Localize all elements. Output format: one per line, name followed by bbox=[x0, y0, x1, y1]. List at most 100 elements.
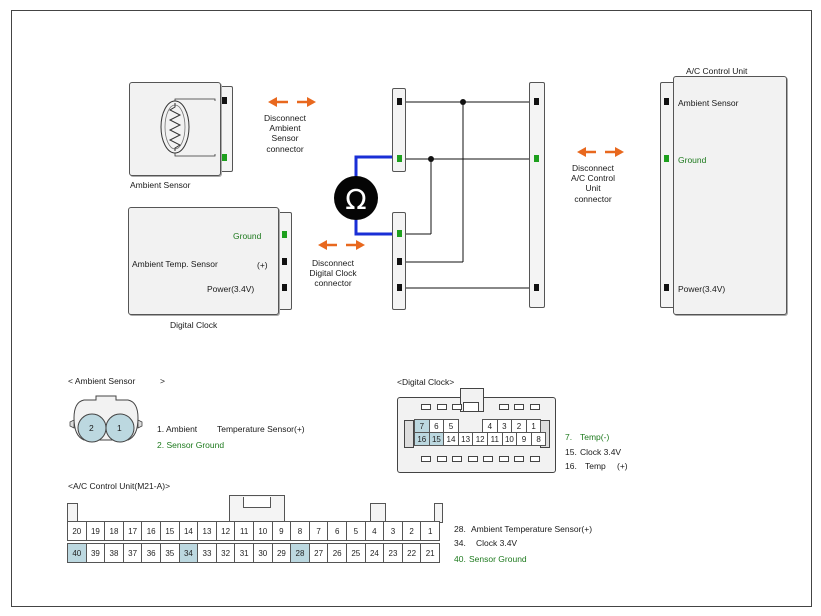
ac-pin-cell: 2 bbox=[401, 521, 422, 541]
clock-pin-cell: 16 bbox=[414, 432, 430, 446]
ac-pin-cell: 19 bbox=[85, 521, 106, 541]
ac-pin-cell: 28 bbox=[290, 543, 310, 563]
ac-pin-cell: 12 bbox=[215, 521, 236, 541]
ambient-pin-1 bbox=[222, 97, 227, 104]
ac-unit-box bbox=[673, 76, 787, 315]
meter-wire-top bbox=[354, 155, 398, 182]
clock-connector-key-inner bbox=[463, 402, 479, 412]
ambient-legend-1-num: 1. Ambient bbox=[157, 424, 198, 434]
ac-side-pin-1 bbox=[534, 98, 539, 105]
ac-connector-post-mid bbox=[370, 503, 386, 523]
ac-pin-cell: 29 bbox=[271, 543, 292, 563]
ohm-symbol: Ω bbox=[345, 183, 366, 216]
ac-pin-cell: 37 bbox=[122, 543, 143, 563]
ac-side-pin-3 bbox=[534, 284, 539, 291]
middle-connector-top bbox=[392, 88, 406, 172]
ambient-connector-title-end: > bbox=[160, 376, 165, 386]
ac-pin-cell: 10 bbox=[253, 521, 273, 541]
dc-pin-temp bbox=[282, 258, 287, 265]
ac-pin-cell: 17 bbox=[122, 521, 143, 541]
ac-legend-0-text: Ambient Temperature Sensor(+) bbox=[471, 524, 593, 534]
disconnect-arrow-ambient bbox=[268, 97, 316, 107]
disconnect-ambient-line-1: Ambient bbox=[269, 123, 301, 134]
ohmmeter-icon bbox=[334, 176, 378, 220]
outer-border bbox=[11, 10, 812, 607]
clock-pin-cell: 4 bbox=[482, 419, 498, 433]
junction-dot-2 bbox=[428, 156, 434, 162]
ac-pin-cell: 4 bbox=[364, 521, 385, 541]
ac-pin-cell: 15 bbox=[160, 521, 180, 541]
clock-legend-0-num: 7. bbox=[565, 432, 573, 442]
clock-pin-cell: 12 bbox=[472, 432, 488, 446]
clock-pin-cell: 13 bbox=[457, 432, 474, 446]
mid-top-pin-2 bbox=[397, 155, 402, 162]
ac-pin-cell: 3 bbox=[383, 521, 403, 541]
ac-pin-cell: 23 bbox=[383, 543, 403, 563]
ac-pin-cell: 25 bbox=[346, 543, 366, 563]
ac-ambient-label: Ambient Sensor bbox=[678, 98, 739, 108]
clock-tooth bbox=[498, 404, 509, 410]
ac-legend-0-num: 28. bbox=[454, 524, 466, 534]
ac-side-pin-2 bbox=[534, 155, 539, 162]
disconnect-clock-text: Disconnect Digital Clock connector bbox=[298, 258, 368, 289]
clock-tooth bbox=[529, 456, 540, 462]
ac-pin-cell: 24 bbox=[364, 543, 385, 563]
clock-legend-2-text: Temp bbox=[585, 461, 606, 471]
clock-pin-cell: 7 bbox=[414, 419, 430, 433]
ac-connector-post-right bbox=[434, 503, 443, 523]
ac-pin-cell: 14 bbox=[178, 521, 199, 541]
thermistor-icon bbox=[160, 98, 216, 157]
clock-tooth bbox=[514, 404, 524, 410]
disconnect-ac-line-0: Disconnect bbox=[571, 163, 615, 173]
digital-clock-box bbox=[128, 207, 279, 315]
clock-legend-2-num: 16. bbox=[565, 461, 577, 471]
mid-bot-pin-3 bbox=[397, 284, 402, 291]
clock-pin-cell: 14 bbox=[443, 432, 459, 446]
meter-wire-bottom bbox=[354, 214, 398, 236]
ac-pin-cell: 9 bbox=[271, 521, 292, 541]
ac-unit-pin-2 bbox=[664, 155, 669, 162]
clock-pin-cell: 2 bbox=[511, 419, 527, 433]
clock-pin-cell: 15 bbox=[428, 432, 445, 446]
ac-side-connector bbox=[529, 82, 545, 308]
dc-plus-label: (+) bbox=[257, 260, 268, 270]
clock-pin-cell: 9 bbox=[516, 432, 532, 446]
clock-tooth bbox=[452, 456, 462, 462]
ac-legend-1-text: Clock 3.4V bbox=[476, 538, 518, 548]
mid-top-pin-1 bbox=[397, 98, 402, 105]
dc-pin-power bbox=[282, 284, 287, 291]
ac-pin-cell: 35 bbox=[160, 543, 180, 563]
mid-bot-pin-2 bbox=[397, 258, 402, 265]
ac-legend-2-num: 40. bbox=[454, 554, 466, 564]
ac-pin-cell: 30 bbox=[253, 543, 273, 563]
ambient-sensor-label: Ambient Sensor bbox=[130, 180, 191, 190]
ac-pin-cell: 8 bbox=[290, 521, 310, 541]
ac-pin-cell: 11 bbox=[234, 521, 254, 541]
ac-pin-cell: 1 bbox=[420, 521, 440, 541]
ambient-connector-title: < Ambient Sensor bbox=[68, 376, 136, 386]
ambient-pin-2 bbox=[222, 154, 227, 161]
disconnect-ac-line-1: A/C Control bbox=[571, 173, 615, 184]
ac-power-label: Power(3.4V) bbox=[678, 284, 726, 294]
ac-ground-label: Ground bbox=[678, 155, 707, 165]
ac-pin-cell: 31 bbox=[234, 543, 254, 563]
clock-tooth bbox=[467, 456, 478, 462]
disconnect-ambient-text: Disconnect Ambient Sensor connector bbox=[250, 113, 320, 154]
digital-clock-label: Digital Clock bbox=[170, 320, 218, 330]
ac-legend-1-num: 34. bbox=[454, 538, 466, 548]
ac-pin-cell: 32 bbox=[215, 543, 236, 563]
disconnect-ac-line-2: Unit bbox=[585, 183, 601, 194]
ac-unit-pin-1 bbox=[664, 98, 669, 105]
clock-tooth bbox=[514, 456, 524, 462]
clock-tooth bbox=[483, 456, 493, 462]
disconnect-clock-line-1: Digital Clock bbox=[309, 268, 357, 279]
clock-pin-cell: 3 bbox=[496, 419, 513, 433]
clock-legend-1-num: 15. bbox=[565, 447, 577, 457]
ac-pin-cell: 16 bbox=[141, 521, 161, 541]
ac-connector-post-left bbox=[67, 503, 78, 523]
clock-pin-cell: 10 bbox=[501, 432, 518, 446]
ambient-connector-pin-1: 1 bbox=[117, 423, 122, 433]
ac-pin-cell: 39 bbox=[85, 543, 106, 563]
dc-ambient-temp-label: Ambient Temp. Sensor bbox=[132, 259, 218, 269]
disconnect-clock-line-0: Disconnect bbox=[311, 258, 355, 268]
